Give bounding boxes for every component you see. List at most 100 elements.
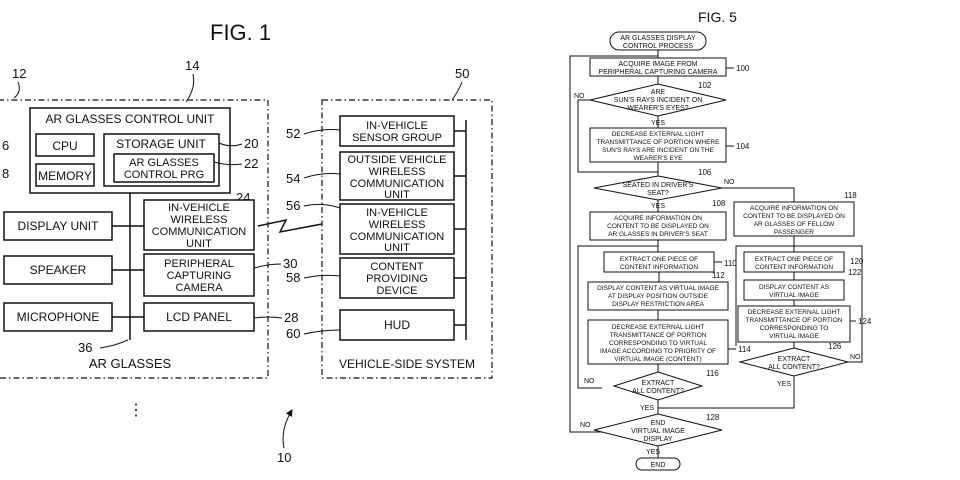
cpu-label: CPU (52, 139, 77, 153)
step-118 (733, 201, 855, 237)
ref-60: 60 (286, 326, 300, 341)
lcd-label: LCD PANEL (166, 310, 232, 324)
lcd-panel-box (143, 302, 255, 332)
vehicle-system-label: VEHICLE-SIDE SYSTEM (339, 357, 475, 371)
s108-line2: CONTENT TO BE DISPLAYED ON (607, 223, 709, 230)
s124-line1: DECREASE EXTERNAL LIGHT (748, 309, 841, 316)
d116-line1: EXTRACT (642, 380, 675, 387)
memory-box (35, 163, 95, 187)
cpu-box (35, 133, 95, 157)
s122-line2: VIRTUAL IMAGE (769, 292, 820, 299)
outside-line1: OUTSIDE VEHICLE (347, 154, 446, 166)
ref-18: 8 (2, 166, 9, 181)
content-line3: DEVICE (377, 285, 418, 297)
s114-line1: DECREASE EXTERNAL LIGHT (612, 324, 705, 331)
control-prg-box (113, 153, 215, 183)
s100-line1: ACQUIRE IMAGE FROM (619, 61, 698, 68)
s120-line2: CONTENT INFORMATION (755, 264, 833, 271)
flow-106-no (722, 187, 795, 202)
no-128: NO (580, 422, 591, 429)
end-label: END (651, 462, 666, 469)
prg-line1: AR GLASSES (129, 157, 199, 169)
ref-116: 116 (706, 369, 719, 378)
flow-126-yes (658, 376, 795, 409)
yes-128: YES (646, 449, 660, 456)
d102-line2: SUN'S RAYS INCIDENT ON (614, 97, 703, 104)
ref-36: 36 (78, 340, 92, 355)
end-terminal (635, 457, 681, 471)
microphone-box (3, 302, 113, 332)
s110-line2: CONTENT INFORMATION (620, 264, 698, 271)
d128-line1: END (651, 420, 666, 427)
yes-126: YES (777, 381, 791, 388)
s114-line3: CORRESPONDING TO VIRTUAL (609, 340, 707, 347)
no-126: NO (850, 354, 861, 361)
d128-line2: VIRTUAL IMAGE (631, 428, 685, 435)
outside-wireless-box (339, 151, 455, 201)
invw-line3: COMMUNICATION (152, 226, 247, 238)
microphone-label: MICROPHONE (17, 310, 100, 324)
leader-22 (213, 161, 243, 166)
flow-126-no (794, 245, 863, 363)
step-124 (737, 305, 851, 343)
vehicle-wireless-box (339, 203, 455, 255)
leader-52 (303, 129, 341, 135)
control-unit-label: AR GLASSES CONTROL UNIT (46, 112, 216, 126)
s118-line3: AR GLASSES OF FELLOW (754, 221, 835, 228)
leader-14 (185, 73, 195, 103)
leader-50 (451, 81, 463, 101)
d126-line2: ALL CONTENT? (768, 364, 820, 371)
invw-line4: UNIT (186, 238, 212, 250)
start-line2: CONTROL PROCESS (623, 43, 693, 50)
ref-52: 52 (286, 126, 300, 141)
leader-30 (253, 263, 282, 269)
loop-left (577, 245, 658, 389)
d106-line2: SEAT? (647, 190, 669, 197)
ref-10: 10 (277, 450, 291, 465)
speaker-label: SPEAKER (30, 263, 87, 277)
s112-line3: DISPLAY RESTRICTION AREA (612, 301, 705, 308)
no-116: NO (584, 378, 595, 385)
fig5-flowchart: FIG. 5 AR GLASSES DISPLAY CONTROL PROCES… (569, 9, 872, 471)
no-102: NO (574, 93, 585, 100)
vehicle-side-boundary (321, 99, 493, 379)
ref-12: 12 (12, 66, 26, 81)
ref-122: 122 (848, 268, 862, 277)
ar-glasses-boundary (0, 99, 269, 379)
outside-line4: UNIT (384, 189, 410, 201)
s108-line1: ACQUIRE INFORMATION ON (614, 215, 702, 222)
ref-120: 120 (850, 257, 864, 266)
sensor-line2: SENSOR GROUP (352, 132, 442, 144)
periph-line2: CAPTURING (167, 270, 232, 282)
ref-20: 20 (244, 136, 258, 151)
step-114 (587, 319, 729, 365)
outside-line3: COMMUNICATION (350, 178, 445, 190)
ref-54: 54 (286, 171, 300, 186)
start-line1: AR GLASSES DISPLAY (620, 35, 696, 42)
vw-line2: WIRELESS (369, 219, 426, 231)
s124-line2: TRANSMITTANCE OF PORTION (746, 317, 843, 324)
ref-112: 112 (712, 271, 725, 280)
ref-118: 118 (844, 191, 857, 200)
leader-20 (218, 142, 243, 147)
ref-108: 108 (712, 199, 726, 208)
ref-28: 28 (284, 310, 298, 325)
s100-line2: PERIPHERAL CAPTURING CAMERA (598, 69, 717, 76)
invw-line2: WIRELESS (171, 214, 228, 226)
sensor-line1: IN-VEHICLE (366, 120, 428, 132)
ref-22: 22 (244, 156, 258, 171)
s104-line4: WEARER'S EYE (634, 155, 684, 162)
flow-102-no (577, 99, 658, 173)
ref-114: 114 (738, 345, 751, 354)
s108-line3: AR GLASSES IN DRIVER'S SEAT (608, 231, 708, 238)
wireless-link (257, 218, 323, 234)
leader-54 (303, 173, 341, 179)
leader-58 (303, 274, 341, 279)
ref-128: 128 (706, 413, 720, 422)
d126-line1: EXTRACT (778, 356, 811, 363)
ar-glasses-label: AR GLASSES (89, 356, 172, 371)
ref-124: 124 (858, 317, 872, 326)
display-unit-label: DISPLAY UNIT (18, 219, 100, 233)
s124-line4: VIRTUAL IMAGE (769, 333, 820, 340)
